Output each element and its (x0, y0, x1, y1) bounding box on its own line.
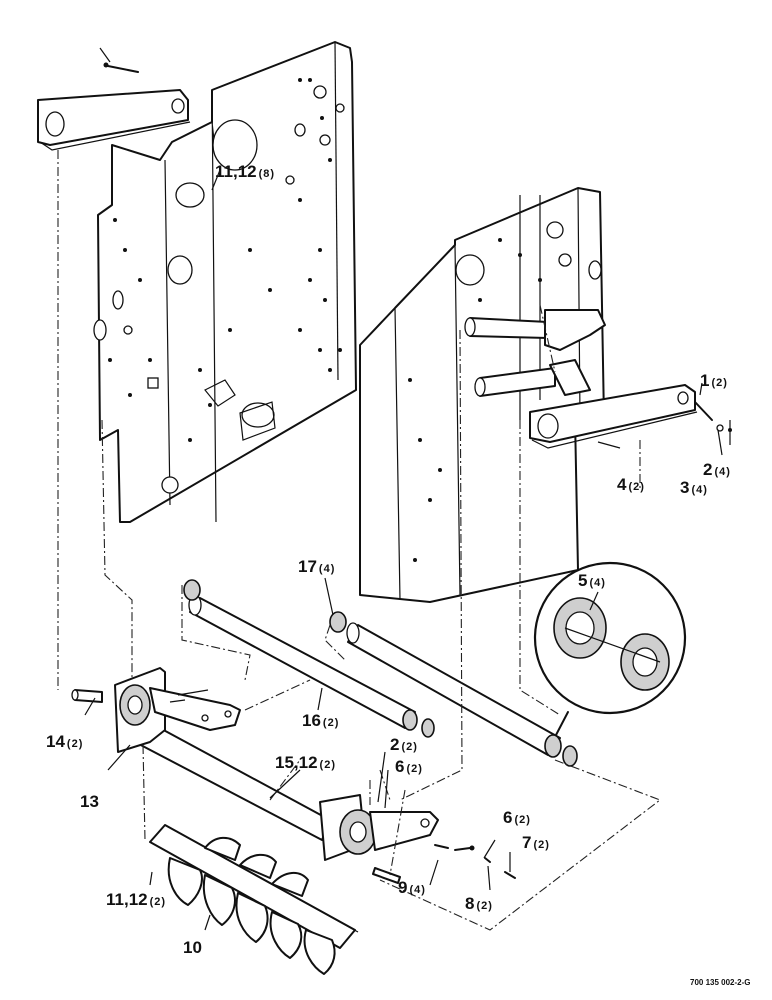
callout-7: 7(2) (522, 833, 550, 852)
callout-17: 17(4) (298, 557, 335, 576)
callout-number: 6 (395, 757, 404, 776)
callout-6-center: 6(2) (395, 757, 423, 776)
svg-text:17(4): 17(4) (298, 557, 335, 576)
callout-3: 3(4) (680, 478, 708, 497)
callout-10: 10 (183, 938, 202, 957)
svg-text:14(2): 14(2) (46, 732, 83, 751)
callout-number: 17 (298, 557, 317, 576)
callout-qty: (4) (319, 563, 335, 575)
callout-2-right: 2(4) (703, 460, 731, 479)
bearing-detail-icon (533, 561, 687, 736)
callout-qty: (8) (259, 168, 275, 180)
drawing-reference-code: 700 135 002-2-G (690, 978, 751, 987)
callout-11-12-bottom: 11,12(2) (106, 890, 166, 909)
callout-6-right: 6(2) (503, 808, 531, 827)
svg-text:5(4): 5(4) (578, 571, 606, 590)
callout-qty: (4) (691, 484, 707, 496)
callout-number: 7 (522, 833, 531, 852)
callout-number: 6 (503, 808, 512, 827)
svg-text:7(2): 7(2) (522, 833, 550, 852)
callout-qty: (2) (67, 738, 83, 750)
svg-text:3(4): 3(4) (680, 478, 708, 497)
upper-roller (183, 579, 435, 738)
callout-number: 11,12 (106, 890, 148, 909)
svg-text:2(2): 2(2) (390, 735, 418, 754)
callout-1: 1(2) (700, 371, 728, 390)
svg-text:11,12(2): 11,12(2) (106, 890, 166, 909)
callout-qty: (2) (514, 814, 530, 826)
callout-15-12: 15,12(2) (275, 753, 336, 772)
callout-qty: (4) (714, 466, 730, 478)
svg-text:13: 13 (80, 792, 99, 811)
alignment-lines (57, 150, 662, 931)
svg-text:11,12(8): 11,12(8) (215, 162, 275, 181)
left-side-panel (93, 41, 357, 523)
svg-text:2(4): 2(4) (703, 460, 731, 479)
lower-roller (329, 611, 578, 767)
callout-qty: (2) (323, 717, 339, 729)
callout-number: 10 (183, 938, 202, 957)
svg-text:6(2): 6(2) (395, 757, 423, 776)
callout-qty: (2) (150, 896, 166, 908)
callout-5: 5(4) (578, 571, 606, 590)
callout-qty: (2) (406, 763, 422, 775)
callout-16: 16(2) (302, 711, 339, 730)
svg-text:6(2): 6(2) (503, 808, 531, 827)
callout-8: 8(2) (465, 894, 493, 913)
callout-11-12-top: 11,12(8) (215, 162, 275, 181)
auger-icon (149, 824, 359, 975)
callout-number: 14 (46, 732, 65, 751)
svg-text:9(4): 9(4) (398, 878, 426, 897)
callout-qty: (2) (628, 481, 644, 493)
callout-13: 13 (80, 792, 99, 811)
svg-text:8(2): 8(2) (465, 894, 493, 913)
callout-14: 14(2) (46, 732, 83, 751)
callout-number: 9 (398, 878, 407, 897)
upper-left-arm (37, 47, 191, 151)
svg-text:15,12(2): 15,12(2) (275, 753, 336, 772)
svg-text:1(2): 1(2) (700, 371, 728, 390)
callout-number: 2 (703, 460, 712, 479)
hydraulic-cylinders (464, 309, 606, 397)
callout-qty: (4) (409, 884, 425, 896)
callout-number: 11,12 (215, 162, 257, 181)
right-arm (529, 384, 732, 449)
callout-number: 2 (390, 735, 399, 754)
main-shaft-assembly (114, 667, 516, 884)
callout-number: 8 (465, 894, 474, 913)
callout-qty: (2) (476, 900, 492, 912)
sleeve-part-14 (71, 689, 103, 703)
svg-text:10: 10 (183, 938, 202, 957)
callout-2-center: 2(2) (390, 735, 418, 754)
callout-number: 15,12 (275, 753, 318, 772)
svg-text:16(2): 16(2) (302, 711, 339, 730)
callout-number: 16 (302, 711, 321, 730)
callout-number: 3 (680, 478, 689, 497)
callout-number: 13 (80, 792, 99, 811)
callout-number: 4 (617, 475, 627, 494)
leader-lines (84, 169, 731, 931)
callout-9: 9(4) (398, 878, 426, 897)
callout-qty: (2) (401, 741, 417, 753)
callout-number: 1 (700, 371, 709, 390)
svg-text:4(2): 4(2) (617, 475, 645, 494)
callout-number: 5 (578, 571, 587, 590)
callout-qty: (2) (533, 839, 549, 851)
callout-4: 4(2) (617, 475, 645, 494)
callout-qty: (2) (320, 759, 336, 771)
callout-qty: (4) (589, 577, 605, 589)
callout-qty: (2) (711, 377, 727, 389)
